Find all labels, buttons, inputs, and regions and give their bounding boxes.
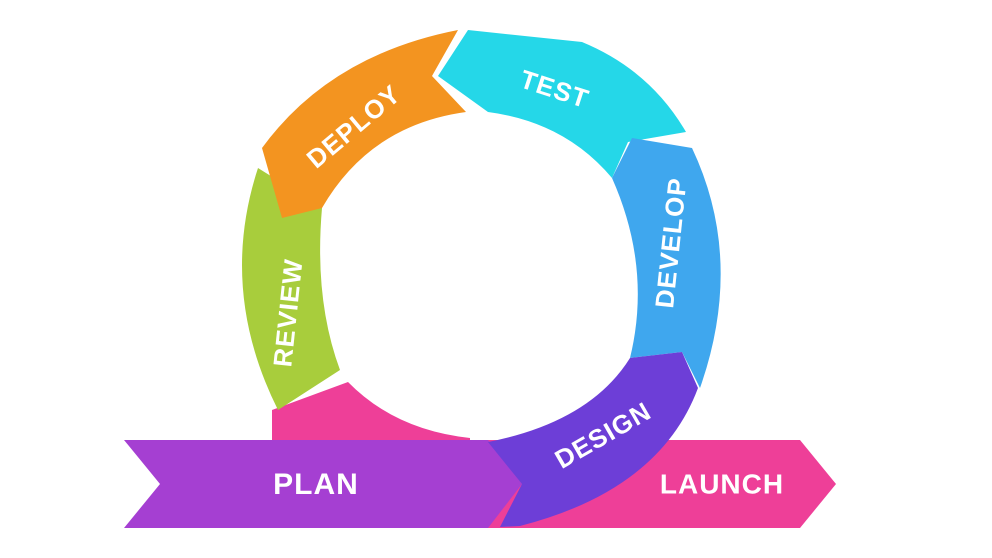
review-segment — [242, 168, 340, 410]
design-segment — [488, 352, 698, 527]
plan-label: PLAN — [273, 468, 359, 501]
launch-label: LAUNCH — [660, 468, 784, 499]
develop-segment — [612, 138, 721, 388]
deploy-segment — [262, 30, 466, 218]
loop-connector — [272, 382, 470, 450]
test-segment — [438, 30, 686, 178]
plan-arrow — [124, 440, 522, 528]
